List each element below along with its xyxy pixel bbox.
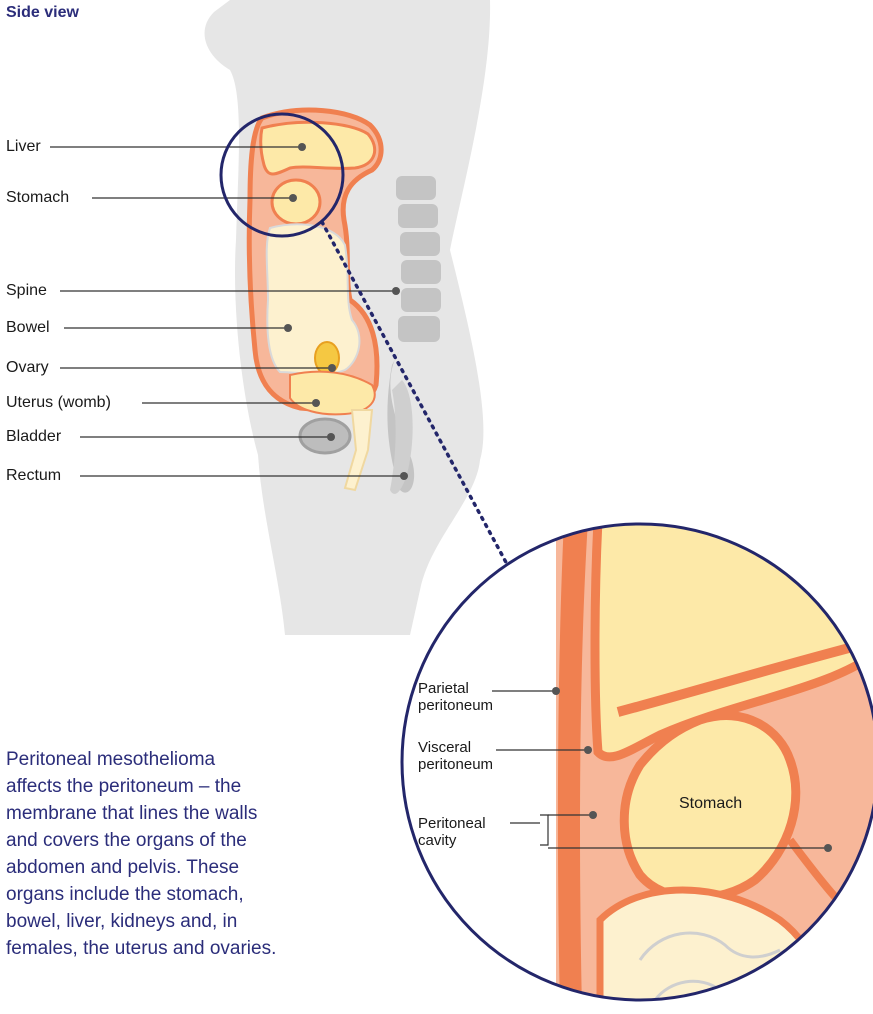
bladder-organ (300, 419, 350, 453)
label-uterus: Uterus (womb) (6, 394, 111, 412)
label-ovary: Ovary (6, 359, 49, 377)
label-liver: Liver (6, 138, 41, 156)
description-line: females, the uterus and ovaries. (6, 935, 386, 962)
label-spine: Spine (6, 282, 47, 300)
bowel-organ (267, 224, 360, 374)
label-rectum: Rectum (6, 467, 61, 485)
label-stomach: Stomach (6, 189, 69, 207)
view-title: Side view (6, 4, 79, 22)
stomach-organ (272, 180, 320, 224)
description-line: and covers the organs of the (6, 827, 386, 854)
description-line: organs include the stomach, (6, 881, 386, 908)
label-bladder: Bladder (6, 428, 61, 446)
description-line: affects the peritoneum – the (6, 773, 386, 800)
label-bowel: Bowel (6, 319, 50, 337)
liver-organ (261, 122, 375, 174)
zoom-label-stomach: Stomach (679, 795, 742, 812)
description-line: membrane that lines the walls (6, 800, 386, 827)
description-line: Peritoneal mesothelioma (6, 746, 386, 773)
description-line: abdomen and pelvis. These (6, 854, 386, 881)
description-line: bowel, liver, kidneys and, in (6, 908, 386, 935)
description-paragraph: Peritoneal mesothelioma affects the peri… (6, 746, 386, 962)
